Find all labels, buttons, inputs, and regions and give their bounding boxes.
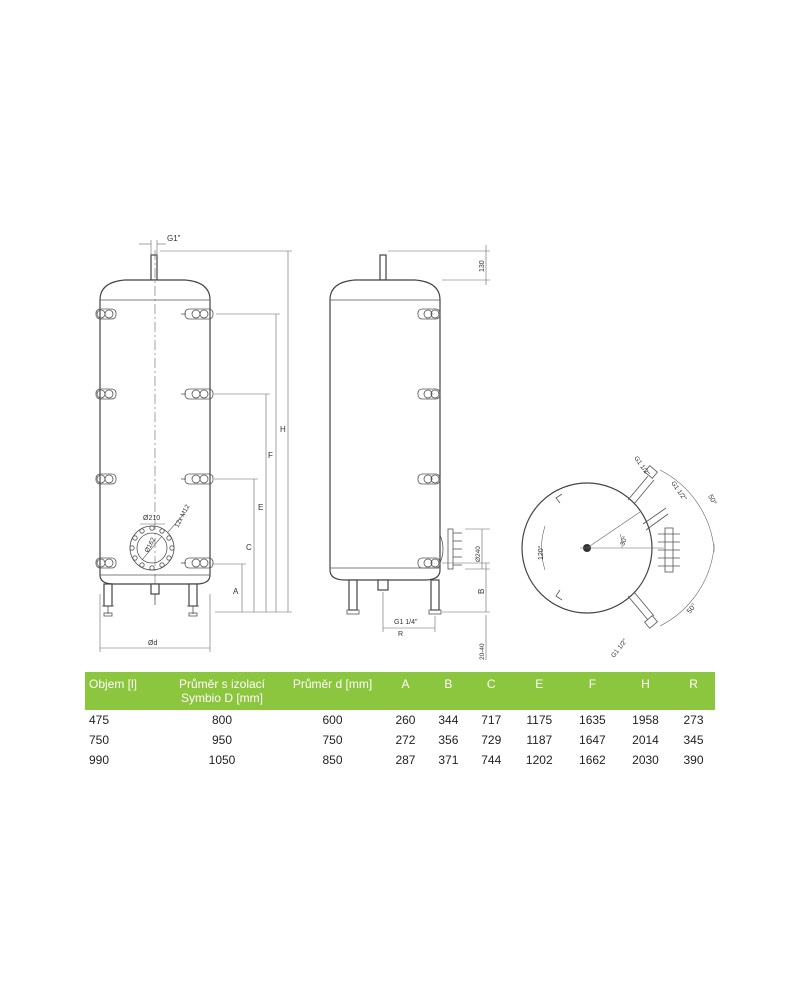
side-bottom-socket: [377, 579, 389, 591]
cell-diameter-d: 600: [322, 713, 343, 727]
header-volume: Objem [l]: [85, 672, 163, 710]
top-view-connection-upper-1: G1 1/2": [632, 455, 651, 477]
cell-e: 1187: [526, 733, 553, 747]
side-flange: [439, 528, 462, 570]
header-b: B: [426, 672, 470, 710]
front-bottom-socket: [150, 583, 160, 595]
front-height-dims: [160, 250, 292, 613]
top-view-nozzles: [627, 465, 680, 629]
front-view: G1": [95, 234, 292, 652]
side-radius-label: R: [398, 631, 403, 638]
side-dim-b-label: B: [477, 589, 486, 594]
cell-diameter-d: 850: [322, 753, 343, 767]
cell-diameter-insulated: 950: [211, 733, 233, 747]
cell-c: 717: [481, 713, 502, 727]
dim-c-label: C: [246, 543, 252, 552]
top-view-connection-upper-2: G1 1/2": [669, 480, 688, 502]
top-view-connection-lower: G1 1/2": [610, 637, 629, 659]
cell-e: 1175: [526, 713, 553, 727]
cell-e: 1202: [525, 753, 553, 767]
top-view-angle-b-label: 50°: [685, 602, 698, 615]
cell-c: 744: [481, 753, 502, 767]
side-nozzles: [417, 308, 441, 569]
table-row: 475 800 600 260 344 717 1175 1635 1958 2…: [85, 710, 715, 730]
cell-h: 1958: [632, 713, 659, 727]
side-flange-height-label: Ø240: [475, 546, 482, 562]
header-f: F: [565, 672, 619, 710]
cell-volume: 750: [89, 733, 110, 747]
cell-b: 371: [438, 753, 459, 767]
top-view-angle-center-label: 120°: [537, 545, 545, 560]
flange-outer-diameter-label: Ø210: [143, 515, 160, 522]
cell-diameter-insulated: 1050: [208, 753, 236, 767]
cell-c: 729: [481, 733, 502, 747]
cell-a: 287: [395, 753, 416, 767]
front-top-pipe: [150, 254, 158, 281]
header-e: E: [512, 672, 566, 710]
top-view: 120° 50° 50° 30° G1 1/2" G1 1/2" G1 1/2": [521, 455, 718, 659]
side-leg-right: [430, 579, 440, 611]
table-row: 750 950 750 272 356 729 1187 1647 2014 3…: [85, 730, 715, 750]
front-inspection-flange: [129, 513, 185, 571]
cell-diameter-insulated: 800: [211, 713, 233, 727]
header-r: R: [672, 672, 715, 710]
dim-a-label: A: [233, 587, 239, 596]
cell-a: 260: [395, 713, 416, 727]
cell-r: 273: [683, 713, 704, 727]
technical-drawing: G1": [95, 234, 718, 660]
top-view-angle-a-label: 50°: [706, 493, 718, 506]
dim-e-label: E: [258, 503, 263, 512]
cell-b: 344: [438, 713, 459, 727]
front-top-connection-label: G1": [167, 234, 181, 243]
side-top-pipe: [379, 254, 387, 281]
cell-f: 1635: [579, 713, 606, 727]
front-leg-left: [103, 583, 113, 607]
cell-f: 1662: [579, 753, 606, 767]
cell-b: 356: [438, 733, 459, 747]
side-leg-left: [348, 579, 358, 611]
cell-r: 345: [683, 733, 704, 747]
cell-h: 2030: [632, 753, 659, 767]
cell-volume: 475: [89, 713, 110, 727]
side-foot-range-label: 20-40: [479, 643, 486, 660]
cell-f: 1647: [579, 733, 606, 747]
front-leg-right: [188, 583, 198, 607]
dim-f-label: F: [268, 451, 273, 460]
cell-a: 272: [395, 733, 416, 747]
side-view: Ø240 130 B 20-40 G1 1/4" R: [329, 245, 490, 660]
side-top-height-label: 130: [479, 260, 486, 272]
header-diameter-d: Průměr d [mm]: [281, 672, 384, 710]
side-bottom-connection-label: G1 1/4": [394, 619, 418, 626]
front-nozzles-right: [181, 308, 214, 569]
front-nozzles-left: [95, 308, 117, 569]
front-diameter-label: Ød: [148, 640, 157, 647]
cell-volume: 990: [89, 753, 110, 767]
dim-h-label: H: [280, 425, 286, 434]
table-row: 990 1050 850 287 371 744 1202 1662 2030 …: [85, 750, 715, 770]
top-view-angle-c-label: 30°: [618, 534, 629, 546]
cell-diameter-d: 750: [322, 733, 343, 747]
header-c: C: [469, 672, 513, 710]
header-h: H: [618, 672, 673, 710]
cell-r: 390: [683, 753, 704, 767]
header-a: A: [384, 672, 427, 710]
side-tank-body: [329, 279, 441, 581]
cell-h: 2014: [632, 733, 659, 747]
